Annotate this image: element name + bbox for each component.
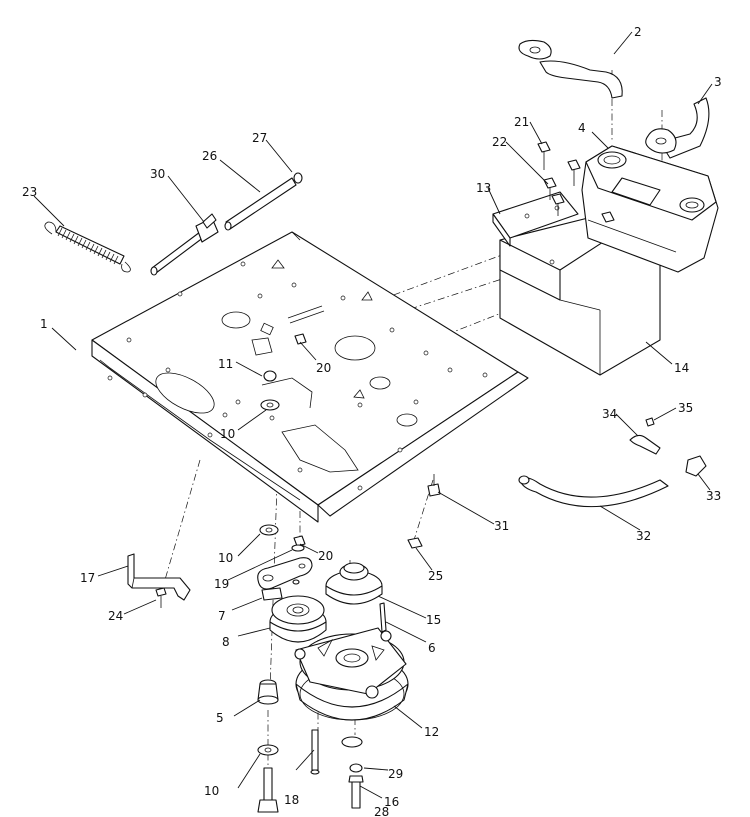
callout-35: 35 [678, 401, 693, 415]
idler-hardware [259, 524, 306, 552]
clutch-hardware [310, 729, 364, 809]
callout-25: 25 [428, 569, 443, 583]
callout-2: 2 [634, 25, 642, 39]
callout-3: 3 [714, 75, 722, 89]
idler-pulley [269, 595, 327, 643]
plate-hardware [260, 333, 307, 411]
callout-32: 32 [636, 529, 651, 543]
callout-14: 14 [674, 361, 689, 375]
callout-30: 30 [150, 167, 165, 181]
callout-10-lower: 10 [204, 784, 219, 798]
electric-clutch [294, 627, 409, 721]
callout-18: 18 [284, 793, 299, 807]
callout-21: 21 [514, 115, 529, 129]
callout-26: 26 [202, 149, 217, 163]
callout-10-middle: 10 [218, 551, 233, 565]
callout-15: 15 [426, 613, 441, 627]
callout-29: 29 [388, 767, 403, 781]
callout-13: 13 [476, 181, 491, 195]
fuel-hose-and-clamp [518, 417, 707, 508]
callout-7: 7 [218, 609, 226, 623]
idler-arm [257, 557, 313, 601]
callout-31: 31 [494, 519, 509, 533]
callout-10-upper: 10 [220, 427, 235, 441]
callout-20-plate: 20 [316, 361, 331, 375]
callout-17: 17 [80, 571, 95, 585]
callout-34: 34 [602, 407, 617, 421]
callout-5: 5 [216, 711, 224, 725]
deck-mounting-plate [91, 231, 529, 523]
extension-spring [44, 221, 131, 273]
nut-and-bolt [407, 474, 441, 549]
callout-4: 4 [578, 121, 586, 135]
callout-8: 8 [222, 635, 230, 649]
belt-guide-bracket [127, 553, 191, 608]
callout-28: 28 [374, 805, 389, 817]
callout-11: 11 [218, 357, 233, 371]
callout-23: 23 [22, 185, 37, 199]
callout-24: 24 [108, 609, 123, 623]
callout-12: 12 [424, 725, 439, 739]
idler-bushing-stack [257, 679, 279, 813]
exhaust-pipes [518, 39, 710, 159]
callout-22: 22 [492, 135, 507, 149]
clutch-pulley [325, 562, 383, 605]
leader-lines [33, 31, 713, 799]
callout-6: 6 [428, 641, 436, 655]
callout-33: 33 [706, 489, 721, 503]
key-pin [379, 602, 387, 633]
callout-19: 19 [214, 577, 229, 591]
rod-assembly [150, 172, 303, 276]
muffler-bolts [537, 141, 615, 223]
callout-16: 16 [384, 795, 399, 809]
callout-27: 27 [252, 131, 267, 145]
callout-20-arm: 20 [318, 549, 333, 563]
muffler [581, 145, 719, 273]
callout-1: 1 [40, 317, 48, 331]
callout-labels: 1 2 3 4 5 6 7 8 10 10 10 11 12 13 14 15 … [22, 25, 722, 817]
